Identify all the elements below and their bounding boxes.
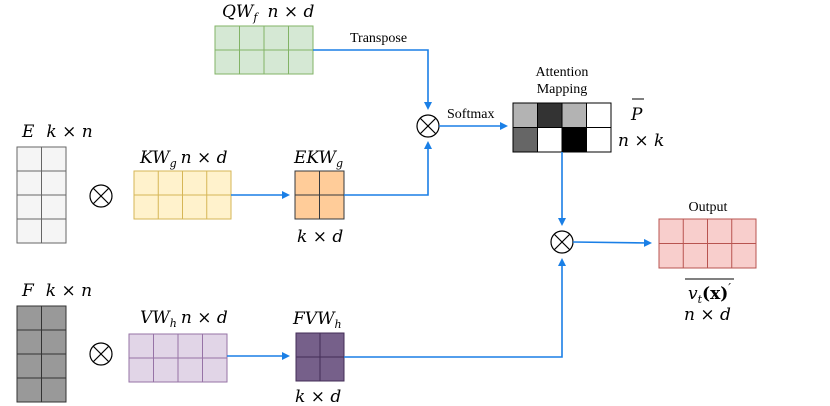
svg-text:P: P — [630, 105, 643, 125]
attention-cell — [512, 102, 538, 128]
transpose-arrow — [313, 49, 432, 110]
ekwg-matrix — [294, 170, 345, 220]
f-matrix — [16, 305, 67, 403]
attention-label-line1: Attention — [536, 65, 589, 80]
kwg-matrix — [133, 170, 232, 220]
vwh-matrix — [128, 333, 228, 383]
transpose-label: Transpose — [350, 31, 407, 46]
qwf-matrix — [214, 25, 314, 75]
softmax-label: Softmax — [447, 107, 494, 122]
fvwh-matrix — [295, 332, 345, 382]
attention-cell — [561, 102, 587, 128]
output-matrix — [658, 218, 757, 269]
vt-label: vt(x)′ — [685, 278, 734, 306]
multiply-to-output-arrow — [572, 238, 652, 247]
attention-cell — [586, 127, 612, 153]
output-multiply-icon — [550, 230, 574, 254]
ekwg-dim-label: k × d — [297, 227, 343, 247]
e-matrix — [16, 146, 67, 244]
pbar-dim-label: n × k — [618, 131, 664, 151]
attention-cell — [512, 127, 538, 153]
fvwh-dim-label: k × d — [295, 387, 341, 406]
ekwg-label: EKWg — [293, 148, 343, 170]
attention-matrix — [512, 102, 612, 153]
f-multiply-icon — [89, 342, 113, 366]
output-dim-label: n × d — [684, 305, 731, 325]
fvwh-label: FVWh — [292, 309, 342, 331]
output-label: Output — [689, 200, 728, 215]
top-multiply-icon — [416, 114, 440, 138]
fvwh-to-multiply-arrow — [344, 258, 566, 358]
attention-cell — [561, 127, 587, 153]
attention-cell — [586, 102, 612, 128]
ekwg-to-multiply-arrow — [344, 141, 432, 196]
attention-label-line2: Mapping — [537, 82, 588, 97]
attention-cell — [537, 127, 563, 153]
e-multiply-icon — [89, 184, 113, 208]
svg-text:vt(x)′: vt(x)′ — [688, 281, 731, 306]
attention-cell — [537, 102, 563, 128]
pbar-label: P — [630, 98, 644, 125]
